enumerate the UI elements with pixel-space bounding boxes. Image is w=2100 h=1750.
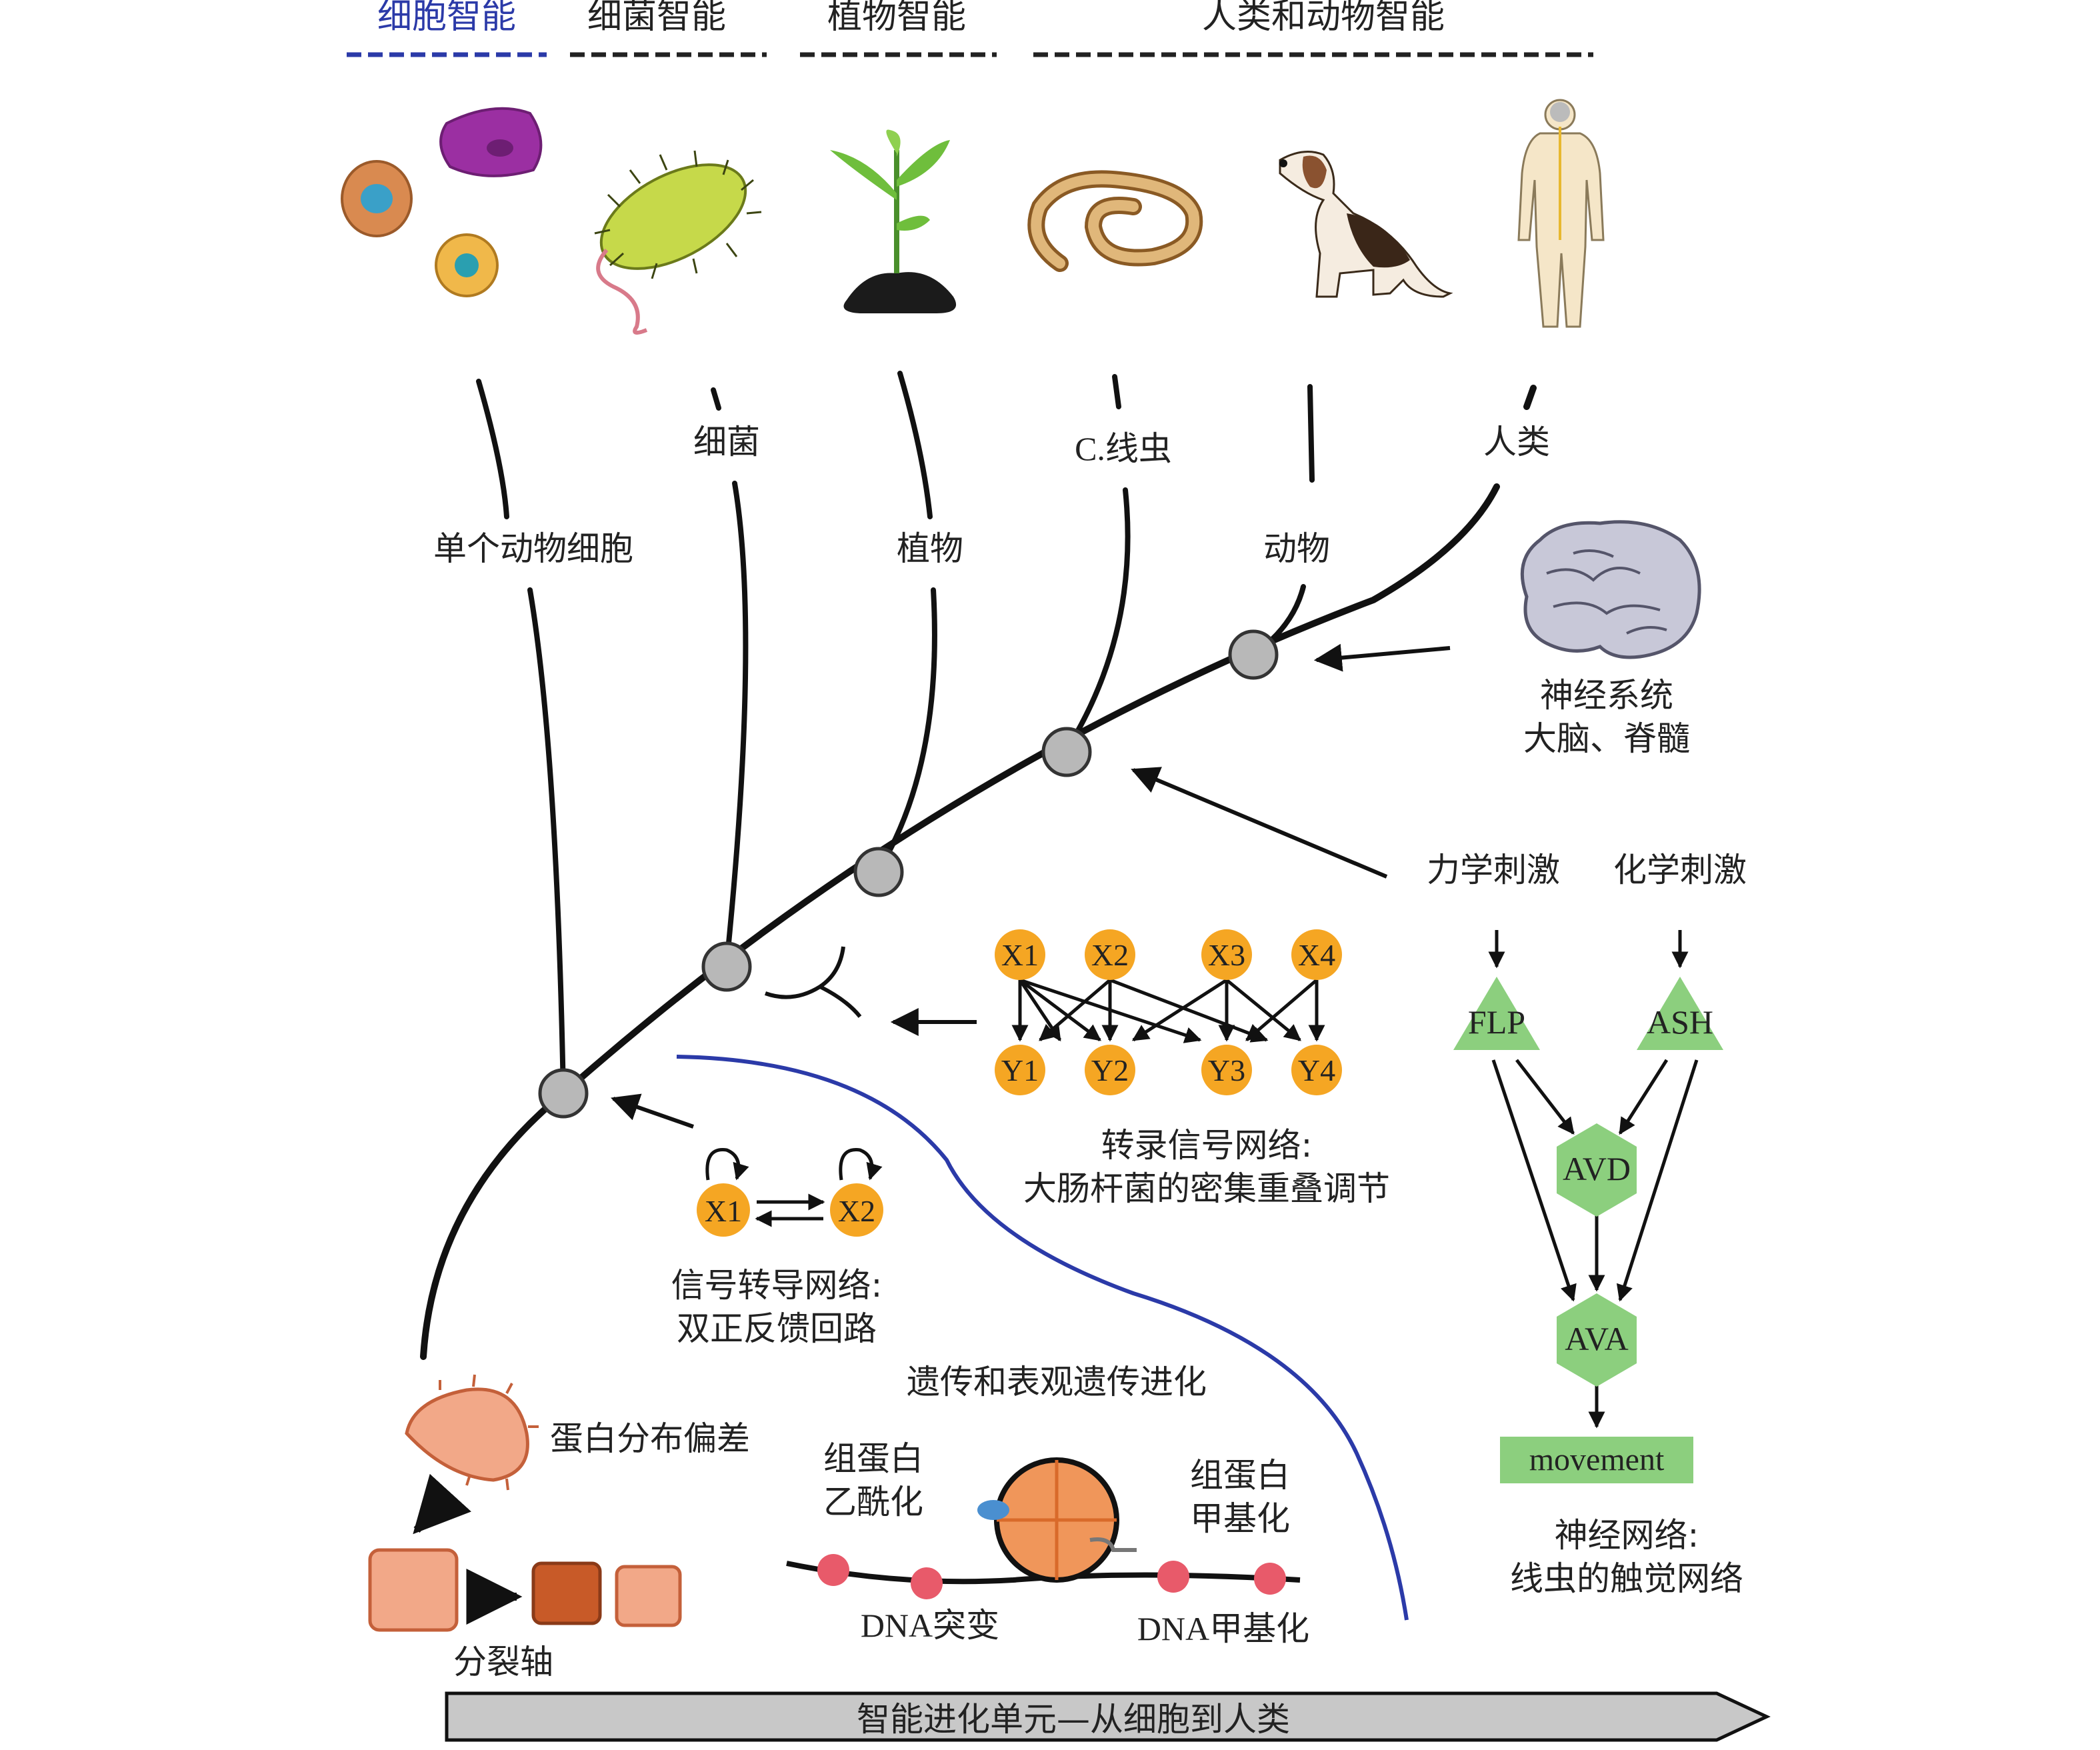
tree-bracket [764, 946, 862, 1018]
methyl-tail [1089, 1537, 1137, 1552]
movement-box [1500, 1437, 1693, 1483]
category-bacteria: 细菌智能 [587, 0, 726, 37]
bacteria-illustration [594, 150, 762, 335]
avd-neuron [1557, 1123, 1637, 1217]
tx-node-x3: X3 [1208, 938, 1245, 972]
separator-curve [676, 1055, 1409, 1621]
plant-illustration [830, 129, 957, 313]
worm-illustration [1027, 170, 1203, 272]
nervous-system-line1: 神经系统 [1540, 676, 1673, 715]
acetylation-line1: 组蛋白 [823, 1439, 923, 1478]
signaling-caption1: 信号转导网络: [671, 1266, 883, 1305]
tx-node-x1: X1 [1001, 938, 1039, 972]
methylation-line2: 甲基化 [1190, 1499, 1290, 1538]
methylation-line1: 组蛋白 [1190, 1456, 1290, 1495]
branch-label-single-cell: 单个动物细胞 [433, 529, 633, 568]
daughter-cell-light [615, 1565, 682, 1627]
tx-node-x4: X4 [1298, 938, 1335, 972]
signaling-nodes [697, 1183, 883, 1237]
branch-label-bacteria: 细菌 [693, 423, 760, 461]
arrow-signaling-to-tree [611, 1093, 694, 1129]
branch-label-human: 人类 [1483, 423, 1550, 461]
transcription-edges [1011, 978, 1325, 1043]
ash-label: ASH [1647, 1003, 1713, 1041]
spindle-label: 分裂轴 [453, 1643, 553, 1681]
arrow-neural-to-tree [1131, 767, 1388, 879]
avd-label: AVD [1563, 1150, 1631, 1187]
cells-illustration [341, 107, 543, 297]
ava-neuron [1557, 1293, 1637, 1387]
tx-node-y2: Y2 [1091, 1053, 1129, 1087]
genetic-title: 遗传和表观遗传进化 [907, 1363, 1207, 1401]
category-plant: 植物智能 [827, 0, 966, 37]
arrow-cell-to-spindle [413, 1473, 471, 1535]
spindle-cell [368, 1548, 459, 1632]
brain-icon [1520, 520, 1701, 659]
ash-neuron [1637, 977, 1723, 1050]
dna-methylation-label: DNA甲基化 [1137, 1610, 1309, 1647]
evolution-tree [420, 371, 1537, 1360]
flp-label: FLP [1468, 1003, 1525, 1041]
stimulus-chemical: 化学刺激 [1613, 851, 1747, 889]
movement-label: movement [1529, 1442, 1665, 1477]
dna-mutation-marks [817, 1554, 1286, 1599]
transcription-input-nodes [995, 929, 1342, 980]
cell-protein-bias [405, 1387, 529, 1482]
acetylation-line2: 乙酰化 [823, 1483, 923, 1521]
transcription-output-nodes [995, 1045, 1342, 1095]
daughter-cell-dark [531, 1561, 602, 1625]
dna-mutation-label: DNA突变 [861, 1607, 999, 1644]
acetyl-mark [977, 1500, 1009, 1520]
neural-arrows [1488, 930, 1699, 1429]
sig-node-x1: X1 [705, 1194, 742, 1228]
neural-caption2: 线虫的触觉网络 [1510, 1559, 1743, 1598]
ava-label: AVA [1565, 1320, 1628, 1357]
bottom-arrow [445, 1691, 1771, 1742]
dog-illustration [1279, 151, 1453, 298]
human-illustration [1517, 99, 1605, 328]
transcription-caption2: 大肠杆菌的密集重叠调节 [1023, 1169, 1390, 1208]
flp-neuron [1453, 977, 1540, 1050]
tx-node-x2: X2 [1091, 938, 1129, 972]
sig-node-x2: X2 [838, 1194, 875, 1228]
stimulus-mechanical: 力学刺激 [1427, 851, 1560, 889]
tx-node-y3: Y3 [1208, 1053, 1245, 1087]
branch-label-worm: C.线虫 [1075, 430, 1172, 467]
category-human-animal: 人类和动物智能 [1202, 0, 1445, 37]
signaling-caption2: 双正反馈回路 [677, 1309, 877, 1348]
bottom-arrow-label: 智能进化单元—从细胞到人类 [857, 1700, 1290, 1739]
tx-node-y1: Y1 [1001, 1053, 1039, 1087]
tree-nodes [538, 629, 1279, 1119]
arrow-nervous-to-tree [1313, 643, 1451, 672]
branch-label-animal: 动物 [1263, 529, 1330, 568]
neural-caption1: 神经网络: [1555, 1516, 1699, 1555]
protein-bias-label: 蛋白分布偏差 [550, 1419, 750, 1458]
nervous-system-line2: 大脑、脊髓 [1523, 719, 1690, 758]
dna-strand [786, 1561, 1301, 1585]
branch-label-plant: 植物 [897, 529, 963, 568]
category-cell: 细胞智能 [377, 0, 516, 37]
signaling-arrows [705, 1148, 883, 1227]
transcription-caption1: 转录信号网络: [1101, 1126, 1313, 1165]
tx-node-y4: Y4 [1298, 1053, 1335, 1087]
